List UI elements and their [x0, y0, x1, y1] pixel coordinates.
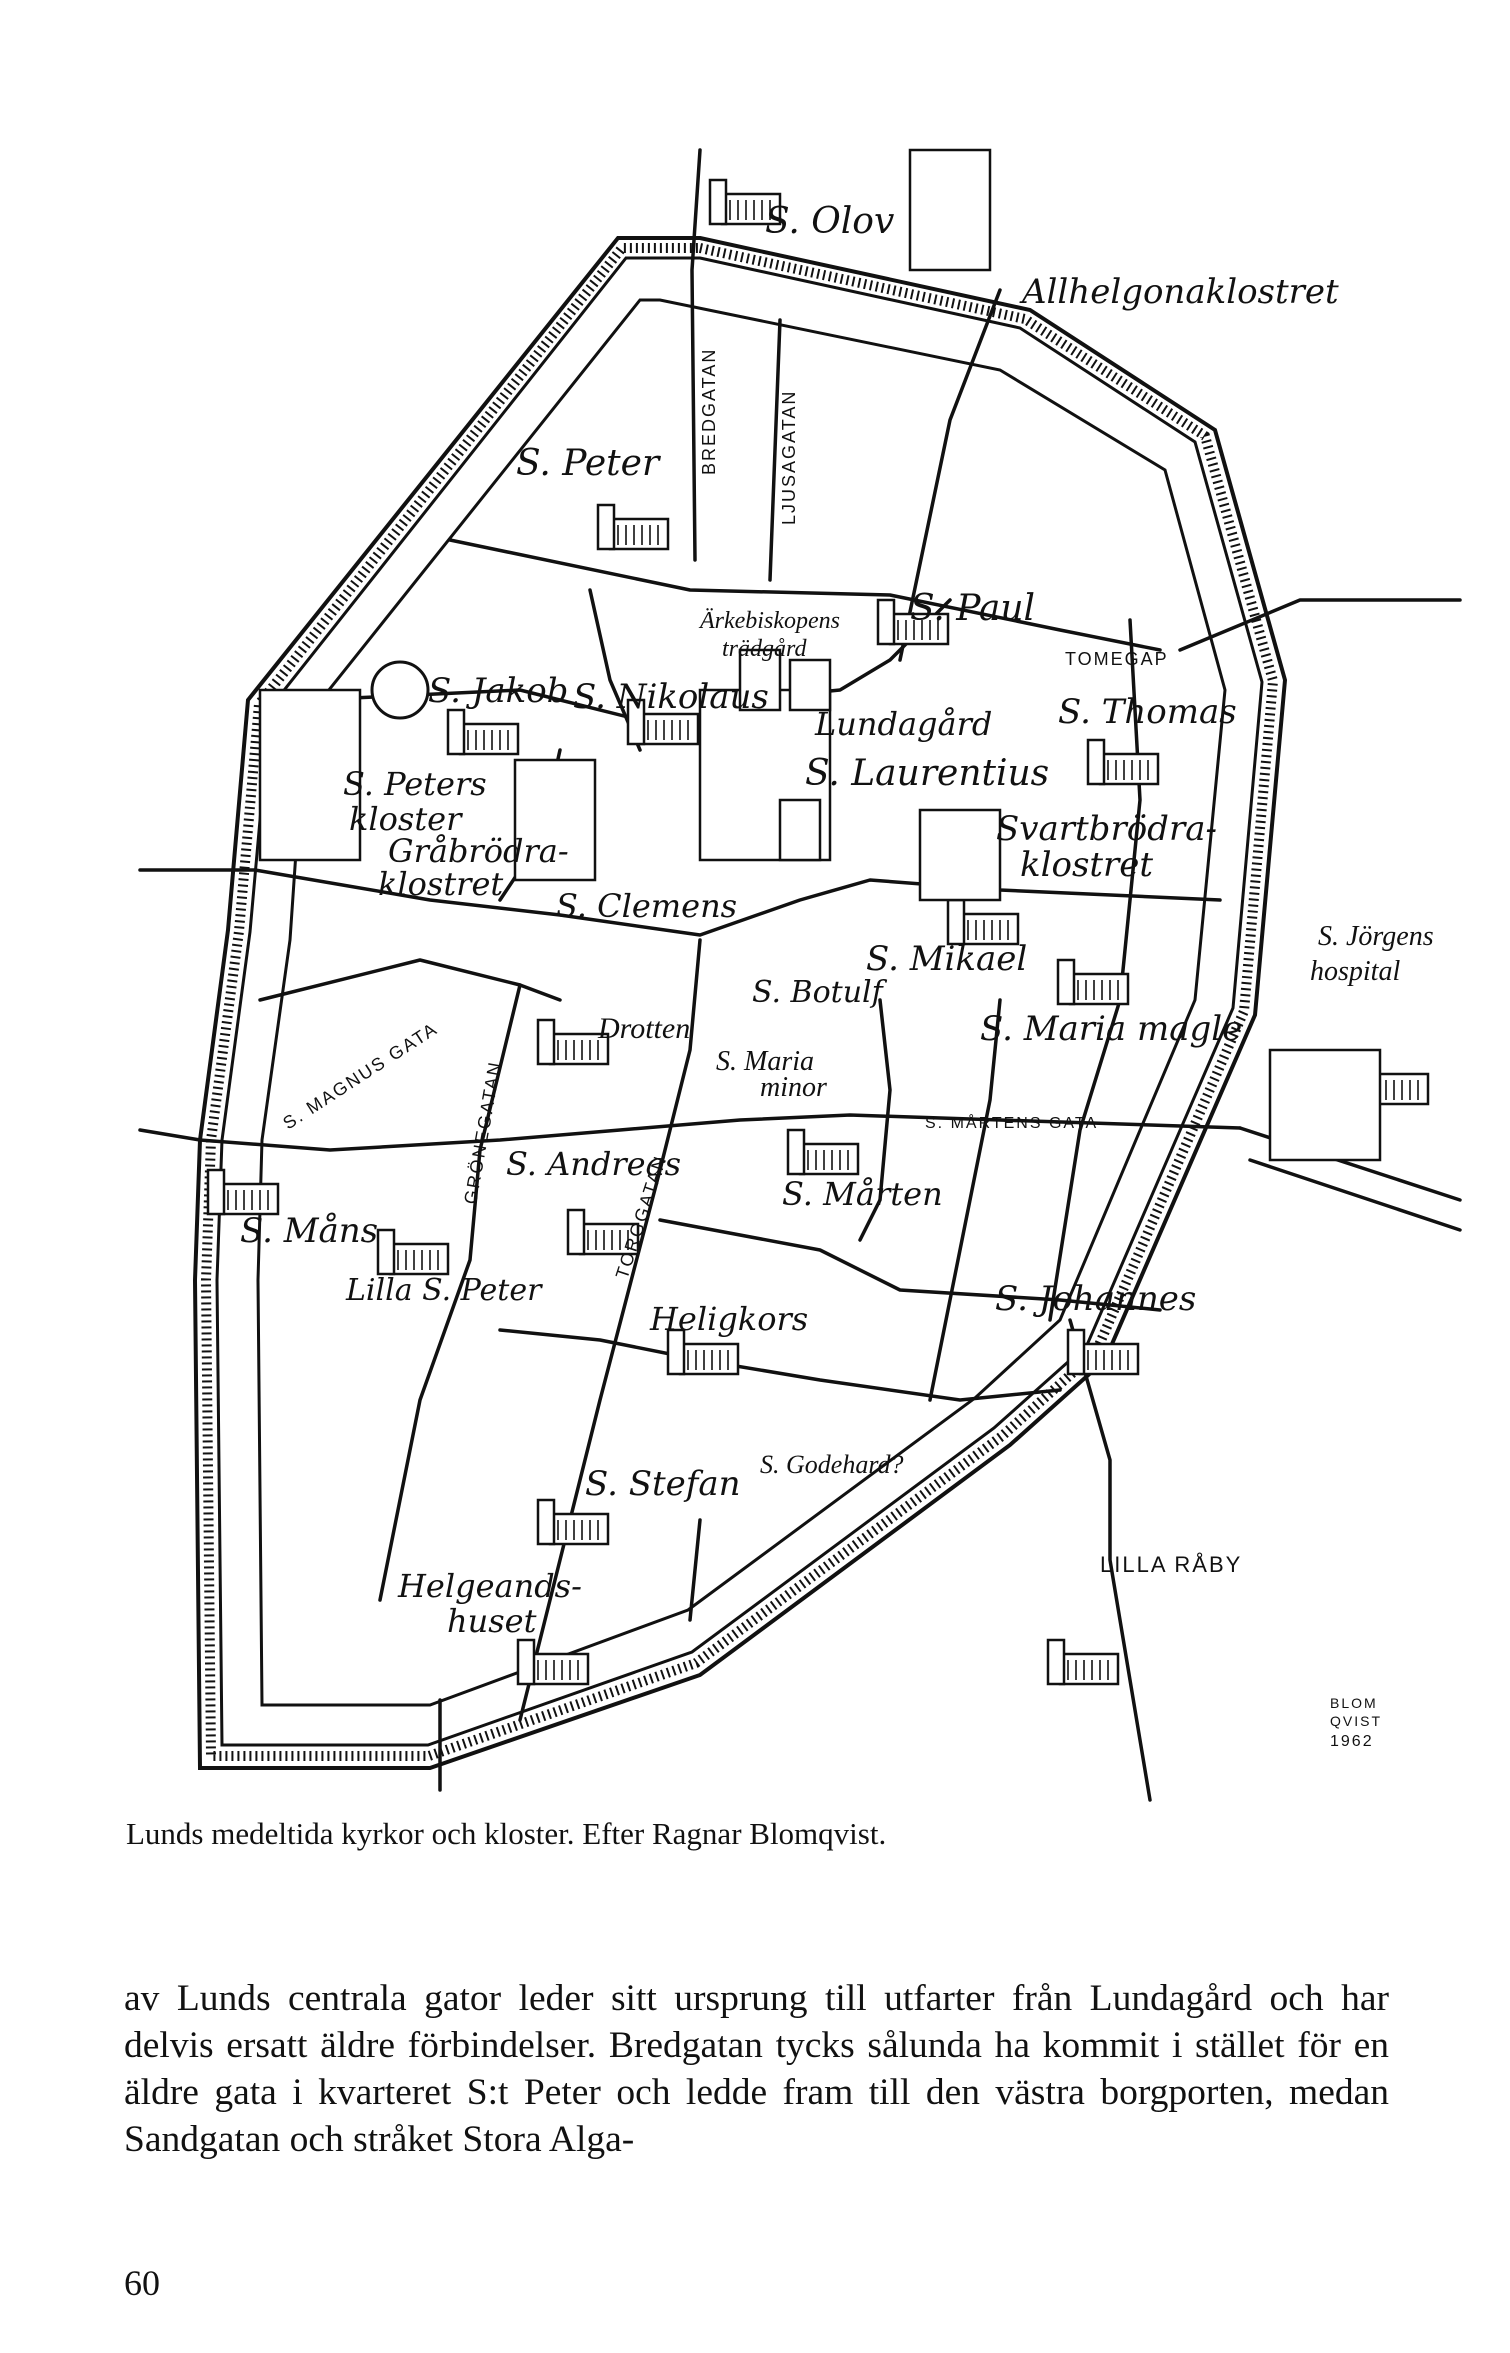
label-tomegap: TOMEGAP — [1065, 649, 1169, 669]
label-s-mans: S. Måns — [240, 1211, 378, 1251]
label-grabrodra-klostret: klostret — [378, 865, 503, 903]
cathedral — [698, 648, 832, 862]
page-number: 60 — [124, 2263, 160, 2303]
label-grabrodra: Gråbrödra- — [388, 832, 569, 870]
street-network — [138, 148, 1462, 1802]
label-allhelgonaklostret: Allhelgonaklostret — [1019, 272, 1339, 312]
label-s-laurentius: S. Laurentius — [805, 753, 1049, 794]
label-s-mikael: S. Mikael — [866, 939, 1027, 979]
label-s-godehard: S. Godehard? — [760, 1450, 903, 1479]
label-lilla-s-peter: Lilla S. Peter — [345, 1273, 543, 1308]
label-s-peter: S. Peter — [516, 443, 661, 484]
label-lilla-raby: LILLA RÅBY — [1100, 1552, 1242, 1577]
label-s-johannes: S. Johannes — [995, 1279, 1196, 1319]
label-ljusagatan: LJUSAGATAN — [779, 390, 799, 525]
body-paragraph: av Lunds centrala gator leder sitt urspr… — [124, 1978, 1389, 2160]
label-s-jakob: S. Jakob — [428, 671, 568, 711]
label-s-olov: S. Olov — [765, 201, 894, 242]
label-s-maria-minor: S. Maria — [716, 1046, 814, 1077]
figure-caption: Lunds medeltida kyrkor och kloster. Efte… — [126, 1816, 887, 1851]
label-kloster: kloster — [349, 800, 463, 838]
label-s-maria-magle: S. Maria magle — [980, 1009, 1242, 1049]
label-s-thomas: S. Thomas — [1058, 692, 1237, 732]
medieval-lund-map: S. Olov Allhelgonaklostret S. Peter BRED… — [138, 148, 1462, 1802]
label-s-martens-gata: S. MÅRTENS GATA — [925, 1113, 1098, 1132]
signature-line-1: BLOM — [1330, 1695, 1378, 1711]
label-helgeands: Helgeands- — [397, 1567, 582, 1605]
label-minor: minor — [760, 1072, 827, 1103]
label-tradgard: trädgård — [722, 636, 807, 662]
label-s-magnus-gata: S. MAGNUS GATA — [279, 1018, 441, 1133]
label-huset: huset — [447, 1602, 537, 1640]
label-lundagard: Lundagård — [814, 705, 992, 743]
label-s-nikolaus: S. Nikolaus — [573, 677, 769, 717]
signature-line-2: QVIST — [1330, 1713, 1382, 1729]
place-labels: S. Olov Allhelgonaklostret S. Peter BRED… — [240, 201, 1434, 1640]
label-gronegatan: GRÖNEGATAN — [460, 1059, 505, 1206]
label-bredgatan: BREDGATAN — [699, 348, 719, 475]
label-s-botulf: S. Botulf — [752, 975, 888, 1010]
label-s-andreas: S. Andreas — [506, 1145, 681, 1183]
label-heligkors: Heligkors — [649, 1300, 808, 1338]
monasteries — [258, 148, 1382, 1162]
label-svartbrodra: Svartbrödra- — [996, 809, 1217, 849]
signature-line-3: 1962 — [1330, 1733, 1374, 1750]
label-svartbrodra-klostret: klostret — [1020, 845, 1153, 885]
label-drotten: Drotten — [597, 1012, 690, 1045]
label-s-clemens: S. Clemens — [556, 887, 737, 925]
label-s-paul: S. Paul — [910, 588, 1035, 629]
label-s-marten: S. Mårten — [782, 1175, 943, 1213]
label-hospital: hospital — [1310, 956, 1400, 987]
artist-signature: BLOM QVIST 1962 — [1330, 1695, 1382, 1750]
label-s-jorgens: S. Jörgens — [1318, 921, 1434, 952]
label-arkebiskopens: Ärkebiskopens — [698, 608, 840, 634]
label-s-peters: S. Peters — [343, 765, 487, 803]
label-s-stefan: S. Stefan — [585, 1464, 741, 1504]
